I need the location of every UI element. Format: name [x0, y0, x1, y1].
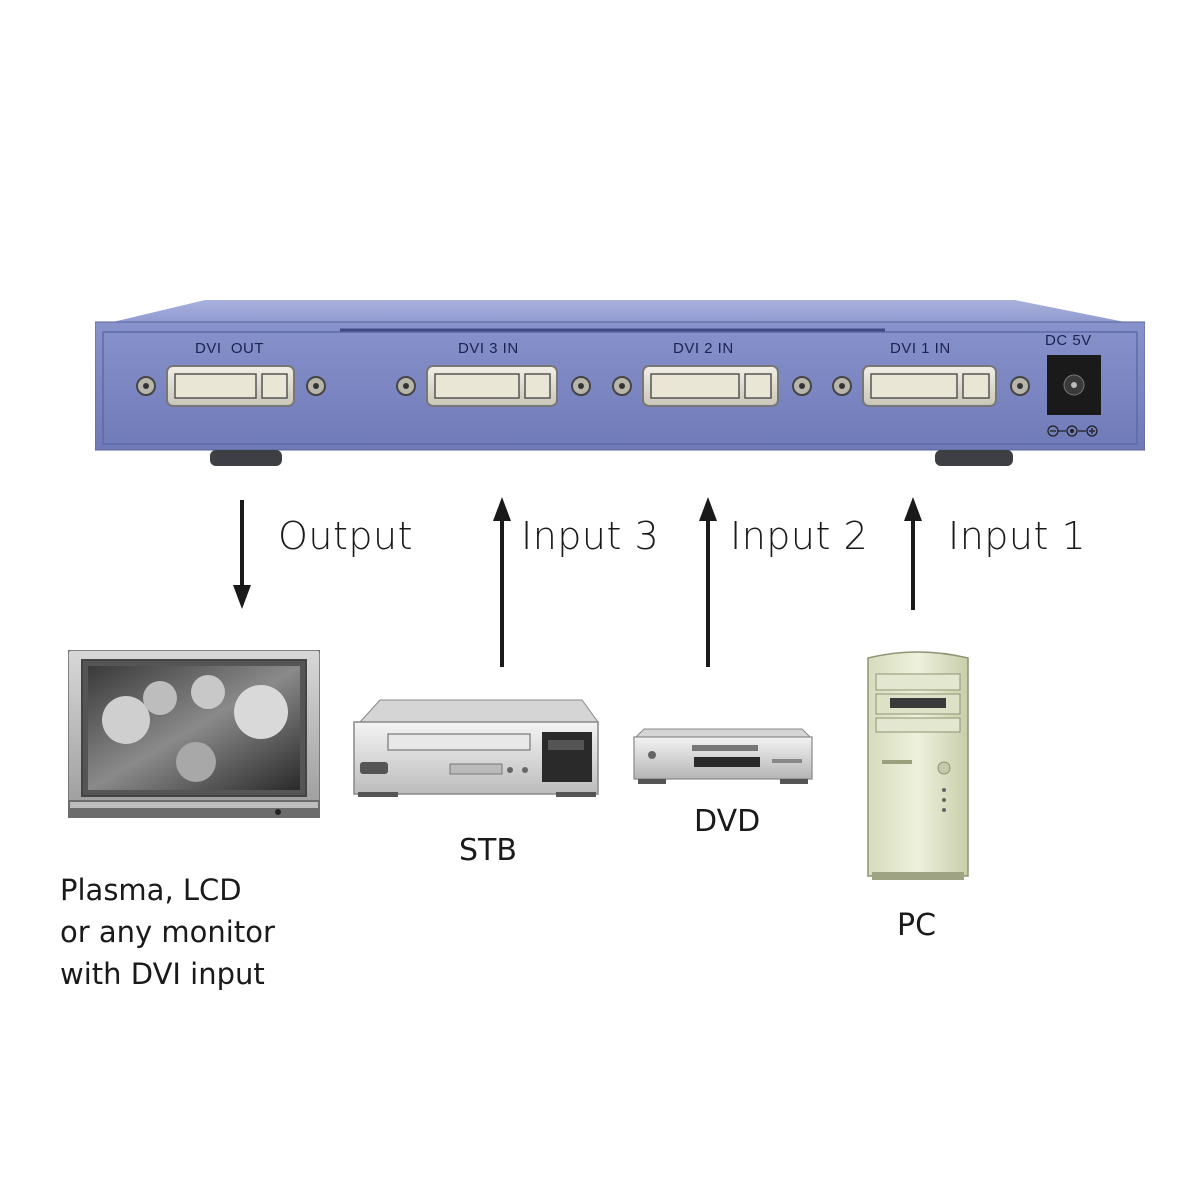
dvi-1-in-label: DVI 1 IN	[890, 340, 951, 357]
dvi-out-label: DVI OUT	[195, 340, 265, 357]
monitor-description-line: Plasma, LCD	[60, 873, 242, 907]
monitor-illustration	[68, 650, 320, 818]
monitor-description-line: or any monitor	[60, 915, 275, 949]
dvi-out-connector	[136, 365, 326, 407]
dc-power-jack	[1047, 355, 1101, 437]
dc-5v-label: DC 5V	[1045, 332, 1092, 349]
input-3-arrow-up	[493, 497, 511, 667]
output-arrow-down	[233, 500, 251, 609]
pc-label: PC	[897, 908, 937, 943]
input-2-arrow-up	[699, 497, 717, 667]
pc-illustration	[867, 651, 969, 880]
dvi-2-in-label: DVI 2 IN	[673, 340, 734, 357]
dvi-3-in-connector	[396, 365, 591, 407]
monitor-description-line: with DVI input	[60, 957, 265, 991]
dvi-2-in-connector	[612, 365, 812, 407]
switch-body-graphic	[94, 300, 1146, 466]
stb-label: STB	[459, 833, 517, 868]
dvd-illustration	[633, 728, 813, 784]
monitor-description: Plasma, LCD or any monitor with DVI inpu…	[60, 869, 275, 995]
stb-illustration	[353, 699, 599, 797]
dvi-switch-rear-panel: DVI OUT DVI 3 IN DVI 2 IN DVI 1 IN DC 5V	[94, 300, 1146, 490]
input-1-label: Input 1	[948, 514, 1087, 558]
input-3-label: Input 3	[521, 514, 660, 558]
output-label: Output	[278, 514, 413, 558]
dvi-3-in-label: DVI 3 IN	[458, 340, 519, 357]
dvi-1-in-connector	[832, 365, 1030, 407]
input-1-arrow-up	[904, 497, 922, 610]
dvd-label: DVD	[694, 804, 761, 839]
input-2-label: Input 2	[730, 514, 869, 558]
